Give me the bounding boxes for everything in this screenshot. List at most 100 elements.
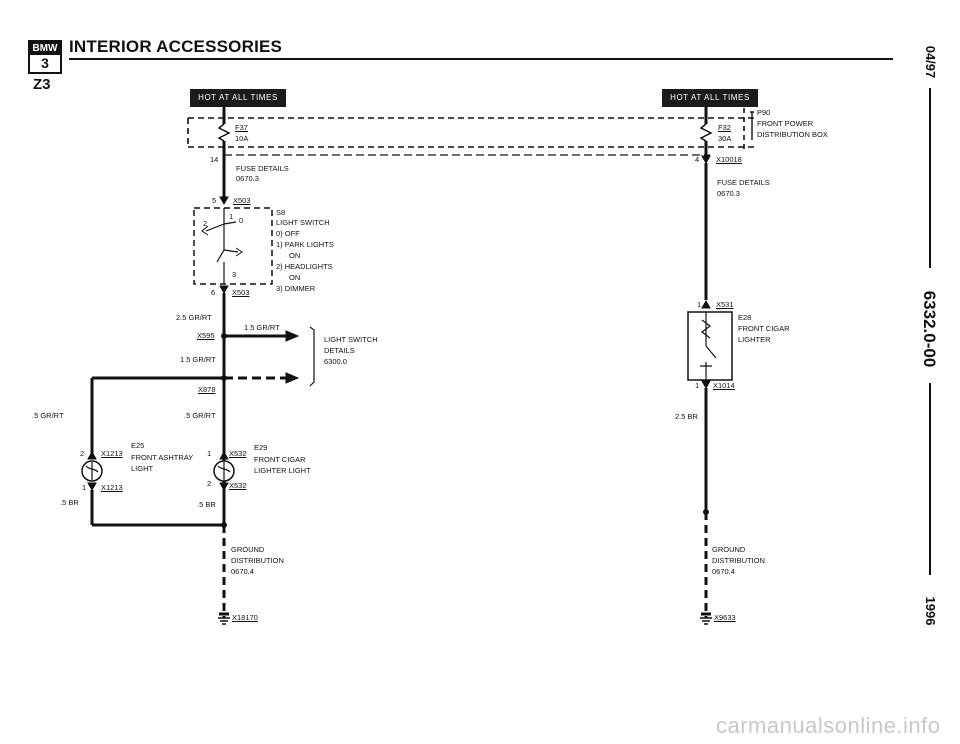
connector-x1213-top	[87, 450, 97, 460]
ground-right-1: GROUND	[712, 545, 746, 554]
switch-pos-3: 3) DIMMER	[276, 284, 316, 293]
e28-pin-bottom: 1	[695, 381, 700, 390]
fuse-f37-rating: 10A	[235, 134, 249, 143]
splice-x595-label: X595	[197, 331, 215, 340]
e28-internal	[700, 312, 717, 380]
e25-pin-bottom: 1	[82, 483, 87, 492]
bmw-logo-text: BMW	[30, 42, 60, 55]
wire-label-05-br-main: .5 BR	[197, 500, 216, 509]
connector-x532-bottom	[219, 482, 229, 492]
e29-connector-top: X532	[229, 449, 247, 458]
switch-name: LIGHT SWITCH	[276, 218, 330, 227]
e29-connector-bottom: X532	[229, 481, 247, 490]
fuse-f37	[217, 123, 231, 142]
p90-id: P90	[757, 108, 771, 117]
arrow-x595	[285, 330, 300, 342]
switch-id: S8	[276, 208, 286, 217]
wire-label-2-5-grrt: 2.5 GR/RT	[176, 313, 212, 322]
ls-details-1: LIGHT SWITCH	[324, 335, 378, 344]
switch-pos-1a: 1) PARK LIGHTS	[276, 240, 334, 249]
e28-connector-top: X531	[716, 300, 734, 309]
connector-x532-top	[219, 450, 229, 460]
switch-pin-3: 3	[232, 270, 237, 279]
ground-left-2: DISTRIBUTION	[231, 556, 284, 565]
hot-label-left: HOT AT ALL TIMES	[190, 89, 286, 107]
switch-pin-0: 0	[239, 216, 244, 225]
wire-label-05-grrt-main: .5 GR/RT	[184, 411, 216, 420]
e29-name-1: FRONT CIGAR	[254, 455, 306, 464]
lamp-e25	[81, 460, 103, 482]
ground-symbol-right	[700, 617, 712, 625]
pin-14: 14	[210, 155, 219, 164]
bmw-logo: BMW 3	[28, 40, 62, 74]
ls-details-3: 6300.0	[324, 357, 347, 366]
wire-label-1-5-grrt-branch: 1.5 GR/RT	[244, 323, 280, 332]
ls-details-2: DETAILS	[324, 346, 355, 355]
wire-label-05-grrt-left: .5 GR/RT	[32, 411, 64, 420]
wire-label-1-5-grrt: 1.5 GR/RT	[180, 355, 216, 364]
e25-name-1: FRONT ASHTRAY	[131, 453, 194, 462]
switch-pin-1: 1	[229, 212, 234, 221]
switch-pos-2b: ON	[289, 273, 301, 282]
ground-left-1: GROUND	[231, 545, 265, 554]
fuse-details-left-title: FUSE DETAILS	[236, 164, 289, 173]
header-rule	[69, 58, 893, 60]
e25-id: E25	[131, 441, 145, 450]
connector-x1213-bottom	[87, 482, 97, 492]
lamp-e25-filament	[85, 462, 99, 480]
e28-box	[687, 311, 733, 381]
switch-box-outline	[193, 207, 273, 285]
fuse-details-right-title: FUSE DETAILS	[717, 178, 770, 187]
e28-name-1: FRONT CIGAR	[738, 324, 790, 333]
fuse-box-outline	[187, 117, 755, 148]
switch-internal	[205, 208, 239, 284]
pin-6: 6	[211, 288, 216, 297]
fuse-details-right-ref: 0670.3	[717, 189, 740, 198]
e29-pin-bottom: 2	[207, 479, 212, 488]
e25-connector-bottom: X1213	[101, 483, 123, 492]
e25-pin-top: 2	[80, 449, 85, 458]
fuse-f32-id: F32	[718, 123, 731, 132]
switch-pos-1b: ON	[289, 251, 301, 260]
p90-bracket	[750, 111, 754, 140]
connector-x503-top-label: X503	[233, 196, 251, 205]
pin-5: 5	[212, 196, 217, 205]
connector-x503-bottom-label: X503	[232, 288, 250, 297]
fuse-details-left-ref: 0670.3	[236, 174, 259, 183]
switch-pin-2: 2	[203, 219, 208, 228]
connector-x10018-label: X10018	[716, 155, 742, 164]
fuse-f37-id: F37	[235, 123, 248, 132]
model-badge: 3	[41, 55, 49, 71]
hot-label-right: HOT AT ALL TIMES	[662, 89, 758, 107]
connector-x1014	[701, 380, 711, 390]
wire-label-05-br-left: .5 BR	[60, 498, 79, 507]
switch-pos-2a: 2) HEADLIGHTS	[276, 262, 333, 271]
e29-name-2: LIGHTER LIGHT	[254, 466, 311, 475]
watermark: carmanualsonline.info	[716, 713, 941, 738]
ground-symbol-left	[218, 617, 230, 625]
connector-x10018	[701, 155, 711, 165]
ground-point-right: X9633	[714, 613, 736, 622]
switch-arrow	[201, 225, 209, 236]
e28-connector-bottom: X1014	[713, 381, 735, 390]
lamp-e29-filament	[217, 462, 231, 480]
pin-4: 4	[695, 155, 700, 164]
ground-right-3: 0670.4	[712, 567, 735, 576]
ground-point-left: X18170	[232, 613, 258, 622]
connector-x503-bottom	[219, 285, 229, 295]
e28-id: E28	[738, 313, 752, 322]
side-rule-1	[929, 88, 931, 268]
p90-name-1: FRONT POWER	[757, 119, 814, 128]
e28-name-2: LIGHTER	[738, 335, 771, 344]
switch-arrow-2	[235, 247, 243, 257]
fuse-f32-rating: 30A	[718, 134, 732, 143]
ground-right-2: DISTRIBUTION	[712, 556, 765, 565]
e29-pin-top: 1	[207, 449, 212, 458]
p90-name-2: DISTRIBUTION BOX	[757, 130, 828, 139]
ground-left-3: 0670.4	[231, 567, 254, 576]
page-title: INTERIOR ACCESSORIES	[69, 37, 283, 56]
e28-pin-top: 1	[697, 300, 702, 309]
connector-x531	[701, 299, 711, 309]
connector-x503-top	[219, 196, 229, 206]
fuse-f32	[699, 123, 713, 142]
